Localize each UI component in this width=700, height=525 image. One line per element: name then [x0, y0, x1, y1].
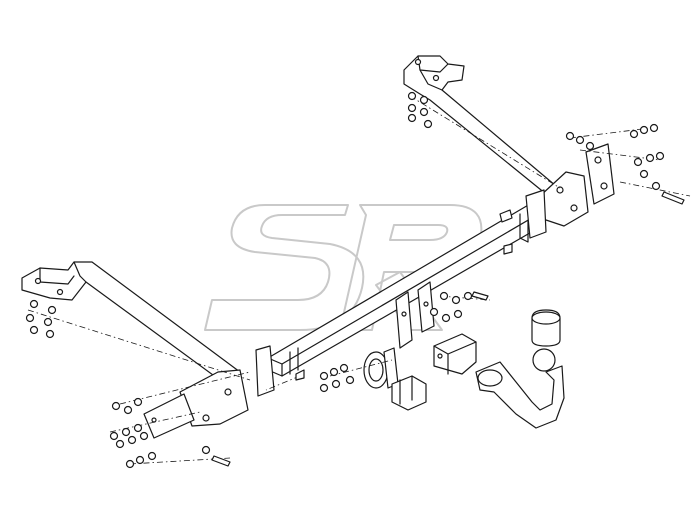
left-bracket-plate	[143, 369, 249, 439]
right-side-arm	[403, 55, 557, 195]
centre-fasteners	[295, 209, 513, 393]
right-arm-fasteners	[407, 91, 685, 205]
left-bracket-fasteners	[109, 397, 231, 469]
socket-mounting-plate	[395, 281, 435, 349]
hitch-receiver-block	[433, 333, 477, 375]
main-cross-bar	[267, 203, 543, 377]
electrical-socket	[363, 347, 399, 389]
socket-cover	[391, 375, 427, 411]
right-bracket-plate	[539, 143, 615, 227]
tow-ball-arm	[475, 309, 565, 429]
left-arm-fasteners	[25, 299, 57, 339]
cross-bar-end-plates	[255, 189, 547, 397]
